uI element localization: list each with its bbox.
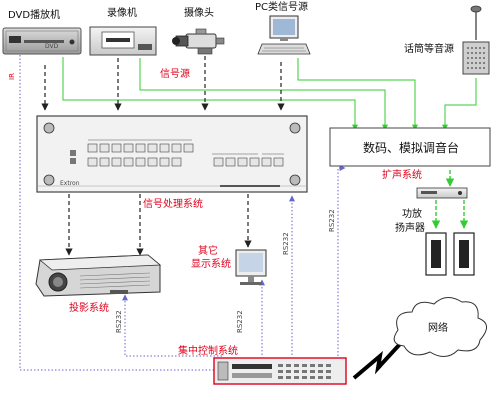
projector-device <box>35 254 162 297</box>
signal-processing-label: 信号处理系统 <box>143 197 203 210</box>
pc-device <box>257 15 311 55</box>
mixer-label: 数码、模拟调音台 <box>363 140 459 155</box>
signal-source-label: 信号源 <box>160 67 190 80</box>
projection-label: 投影系统 <box>69 301 109 314</box>
speaker-left <box>425 232 447 276</box>
other-display-label-line2: 显示系统 <box>191 257 231 270</box>
central-control-label: 集中控制系统 <box>178 344 238 357</box>
ir-label: IR <box>8 73 16 80</box>
rs232-projector-label: RS232 <box>115 310 123 333</box>
amp-label: 功放 <box>402 207 422 220</box>
green-amp-lines <box>431 170 469 229</box>
microphone-device <box>462 5 490 75</box>
vcr-device <box>89 26 157 56</box>
camera-label: 摄像头 <box>184 6 214 19</box>
wireless-link-bolt <box>352 342 402 380</box>
mixer-box <box>329 127 491 167</box>
display-monitor-device <box>235 249 267 285</box>
speaker-right <box>453 232 475 276</box>
rs232-display-label: RS232 <box>236 310 244 333</box>
camera-device <box>172 28 225 55</box>
black-video-lines <box>41 56 285 256</box>
central-control-device <box>213 357 347 385</box>
signal-processing-matrix: Extron <box>36 115 308 193</box>
amplifier-device <box>416 187 468 199</box>
pc-source-label: PC类信号源 <box>255 0 308 13</box>
rs232-matrix-label: RS232 <box>282 232 290 255</box>
rs232-mixer-label: RS232 <box>328 209 336 232</box>
network-label: 网络 <box>428 321 448 334</box>
matrix-brand-label: Extron <box>60 180 80 187</box>
green-signal-lines <box>62 57 477 131</box>
dvd-face-label: DVD <box>45 43 59 50</box>
amp-system-label: 扩声系统 <box>382 168 422 181</box>
dvd-player-device: DVD <box>2 27 82 55</box>
dvd-player-label: DVD播放机 <box>8 8 60 21</box>
other-display-label-line1: 其它 <box>198 244 218 257</box>
network-cloud <box>393 297 487 357</box>
speaker-label: 扬声器 <box>395 221 425 234</box>
mic-source-label: 话筒等音源 <box>404 42 454 55</box>
vcr-label: 录像机 <box>107 6 137 19</box>
